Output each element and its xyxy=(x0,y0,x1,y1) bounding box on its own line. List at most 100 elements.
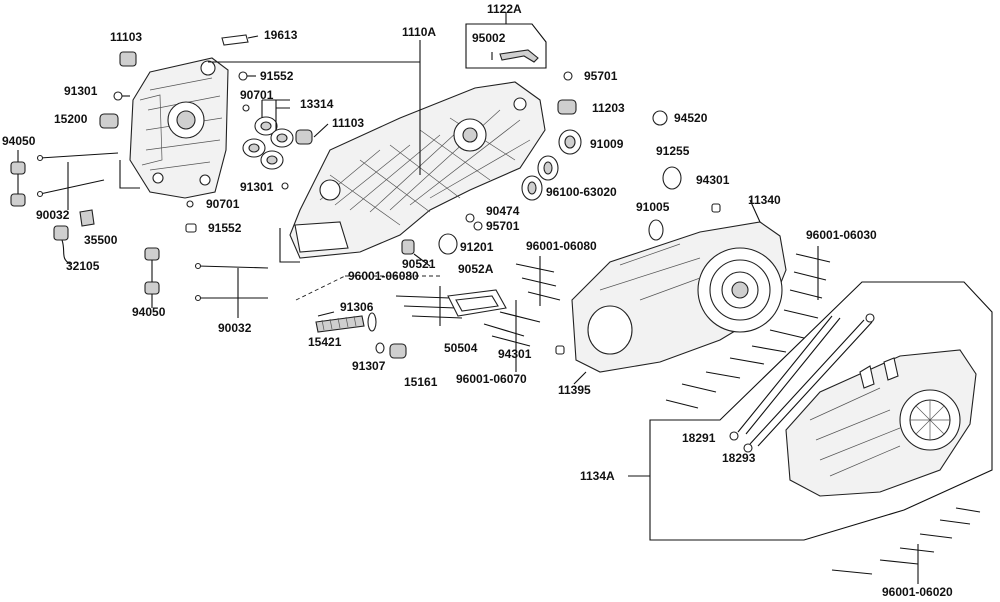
label-91306: 91306 xyxy=(340,300,374,314)
label-50504: 50504 xyxy=(444,341,478,355)
label-32105: 32105 xyxy=(66,259,100,273)
pin-90701a xyxy=(242,104,250,112)
label-15200: 15200 xyxy=(54,112,88,126)
hose-95002 xyxy=(491,49,539,63)
plate-19613 xyxy=(221,34,249,46)
label-91005: 91005 xyxy=(636,200,670,214)
label-91009: 91009 xyxy=(590,137,624,151)
label-35500: 35500 xyxy=(84,233,118,247)
label-19613: 19613 xyxy=(264,28,298,42)
left-crankcase-half xyxy=(129,57,229,199)
washer-91307 xyxy=(375,342,385,354)
assembly-guide xyxy=(295,275,440,301)
bolt-90474 xyxy=(465,213,475,223)
dowel-15200 xyxy=(99,113,119,129)
label-90701a: 90701 xyxy=(240,88,274,102)
bushing-15161 xyxy=(389,343,407,359)
part-labels: 11103 19613 1110A 1122A 95002 91301 9155… xyxy=(2,2,953,599)
label-1122A: 1122A xyxy=(487,2,522,16)
label-13314: 13314 xyxy=(300,97,334,111)
label-91301a: 91301 xyxy=(64,84,98,98)
label-91552b: 91552 xyxy=(208,221,242,235)
label-90521: 90521 xyxy=(402,257,436,271)
bushing-11203 xyxy=(557,99,577,115)
label-96001-06080a: 96001-06080 xyxy=(526,239,597,253)
screw-91301a xyxy=(113,91,123,101)
cvt-cover-inner-11395 xyxy=(571,221,787,373)
guide-90521 xyxy=(401,239,415,255)
seal-91201 xyxy=(438,233,458,255)
bolt-set-96001-06080b xyxy=(395,286,463,326)
label-94050a: 94050 xyxy=(2,134,36,148)
sensor-35500 xyxy=(79,209,95,227)
rod-18293 xyxy=(743,313,875,453)
circlip-94520 xyxy=(652,110,668,126)
label-90032a: 90032 xyxy=(36,208,70,222)
label-1110A: 1110A xyxy=(402,25,436,39)
switch-32105 xyxy=(53,225,71,265)
bracket-left-case xyxy=(119,160,140,189)
bolt-set-96001-06030 xyxy=(665,246,831,409)
label-1134A: 1134A xyxy=(580,469,615,483)
label-91301b: 91301 xyxy=(240,180,274,194)
bearing-91009 xyxy=(558,129,582,155)
bolt-set-96001-06080a xyxy=(515,256,561,306)
label-11203: 11203 xyxy=(592,101,625,115)
label-96001-06070: 96001-06070 xyxy=(456,372,527,386)
rod-18291 xyxy=(729,315,841,441)
screw-95701b xyxy=(473,221,483,231)
main-crankcase xyxy=(289,81,546,259)
label-11340: 11340 xyxy=(748,193,781,207)
label-90474: 90474 xyxy=(486,204,520,218)
label-91552a: 91552 xyxy=(260,69,294,83)
bushing-11103a xyxy=(119,51,137,67)
label-91307: 91307 xyxy=(352,359,386,373)
label-11103a: 11103 xyxy=(110,30,142,44)
bearing-shells-13314 xyxy=(242,116,313,170)
label-9052A: 9052A xyxy=(458,262,494,276)
label-94520: 94520 xyxy=(674,111,708,125)
callout-box-1134A xyxy=(649,281,993,541)
label-11395: 11395 xyxy=(558,383,591,397)
label-11103b: 11103 xyxy=(332,116,364,130)
screw-91301b xyxy=(281,182,289,190)
label-96001-06030: 96001-06030 xyxy=(806,228,877,242)
bolt-set-96001-06020 xyxy=(831,507,981,584)
label-91255: 91255 xyxy=(656,144,690,158)
shaft-15421 xyxy=(315,311,365,333)
label-18291: 18291 xyxy=(682,431,716,445)
label-15161: 15161 xyxy=(404,375,438,389)
pin-90701b xyxy=(186,200,194,208)
label-95701b: 95701 xyxy=(486,219,520,233)
label-91201: 91201 xyxy=(460,240,494,254)
label-15421: 15421 xyxy=(308,335,342,349)
stud-bolts-90032a xyxy=(36,152,119,198)
label-18293: 18293 xyxy=(722,451,756,465)
label-96100: 96100-63020 xyxy=(546,185,617,199)
seal-91255 xyxy=(662,166,682,190)
nuts-94050b xyxy=(144,247,160,308)
seal-91005 xyxy=(648,219,664,241)
label-95701a: 95701 xyxy=(584,69,618,83)
bolt-set-96001-06070 xyxy=(483,300,541,372)
callout-box-1122A xyxy=(465,23,547,69)
gasket-50504 xyxy=(447,289,507,317)
screw-95701a xyxy=(563,71,573,81)
label-94301b: 94301 xyxy=(498,347,532,361)
label-96001-06020: 96001-06020 xyxy=(882,585,953,599)
label-95002: 95002 xyxy=(472,31,506,45)
label-96001-06080b: 96001-06080 xyxy=(348,269,419,283)
cvt-cover-outer-1134A xyxy=(785,349,977,497)
pin-94301a xyxy=(711,203,721,213)
screw-91552b xyxy=(185,223,197,233)
nuts-94050a xyxy=(10,150,26,207)
pin-94301b xyxy=(555,345,565,355)
label-94050b: 94050 xyxy=(132,305,166,319)
bracket-main-case xyxy=(279,228,300,263)
clip-91306 xyxy=(367,312,377,332)
stud-bolts-90032b xyxy=(194,262,269,318)
bearing-96100 xyxy=(521,155,559,201)
screw-91552a xyxy=(238,71,248,81)
label-94301a: 94301 xyxy=(696,173,730,187)
